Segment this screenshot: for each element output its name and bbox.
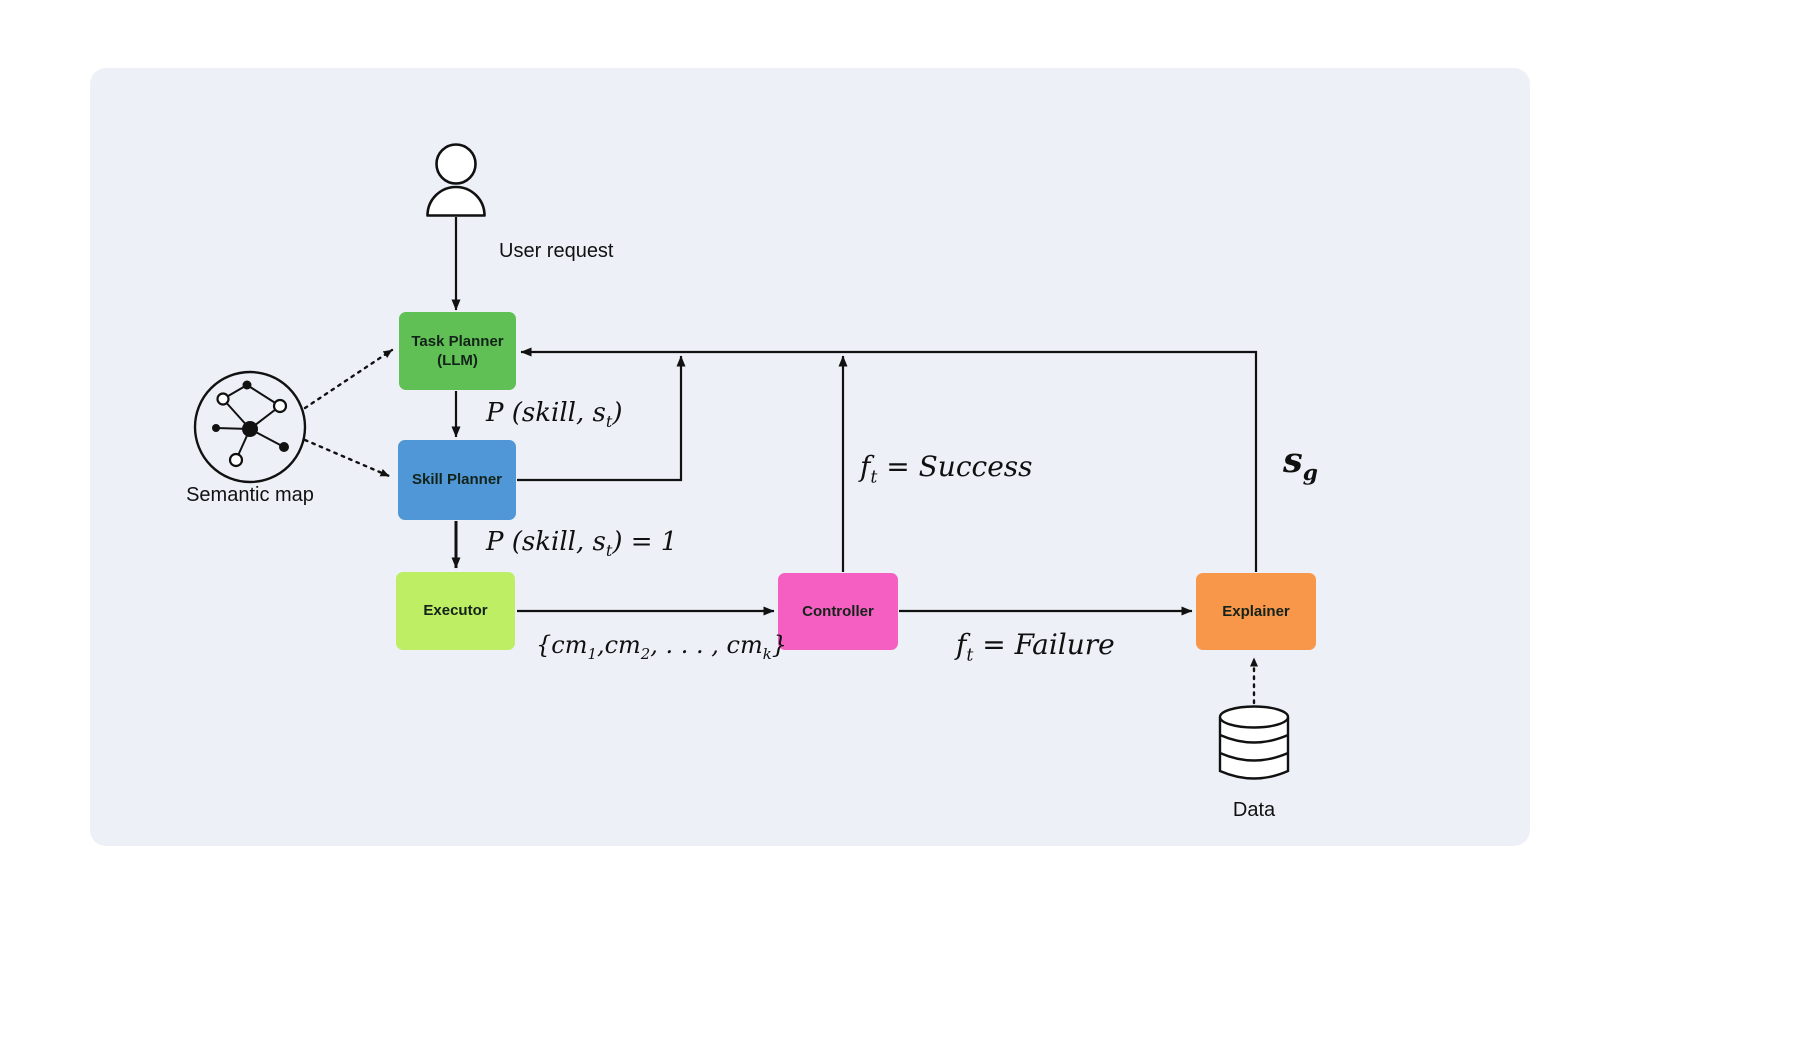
- controller-node: Controller: [778, 573, 898, 650]
- explainer-label: Explainer: [1222, 602, 1290, 620]
- p-skill-label: P (skill, st): [486, 398, 623, 432]
- controller-label: Controller: [802, 602, 874, 620]
- skill-planner-label: Skill Planner: [411, 471, 503, 489]
- executor-label: Executor: [423, 602, 488, 620]
- executor-node: Executor: [396, 572, 515, 650]
- ft-success-label: ft = Success: [860, 450, 1033, 488]
- explainer-node: Explainer: [1196, 573, 1316, 650]
- task-planner-label-line1: Task Planner: [411, 332, 504, 350]
- ft-failure-label: ft = Failure: [956, 628, 1115, 666]
- cm-set-label: {cm1,cm2, . . . , cmk}: [536, 631, 788, 663]
- task-planner-label-line2: (LLM): [437, 352, 478, 369]
- task-planner-node: Task Planner (LLM): [399, 312, 516, 390]
- skill-planner-node: Skill Planner: [398, 440, 516, 520]
- p-skill-eq1-label: P (skill, st) = 1: [486, 527, 678, 561]
- semantic-map-label: Semantic map: [186, 484, 314, 506]
- s-g-label: sg: [1283, 440, 1318, 486]
- data-label: Data: [1232, 799, 1276, 821]
- user-request-label: User request: [499, 240, 614, 262]
